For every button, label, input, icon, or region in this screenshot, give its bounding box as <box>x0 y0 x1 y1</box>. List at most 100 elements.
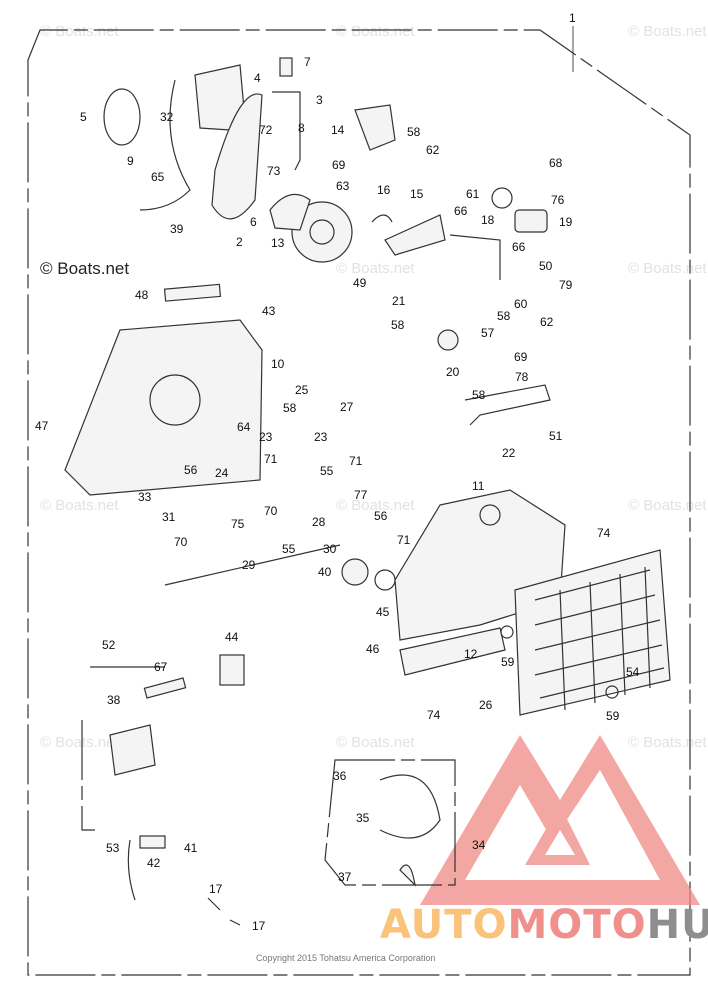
part-14-bracket <box>354 104 396 151</box>
part-7-spring <box>279 57 293 77</box>
callout: 24 <box>215 466 229 480</box>
callout: 29 <box>242 558 256 572</box>
part-19-cover <box>514 209 548 233</box>
callout: 78 <box>515 370 529 384</box>
callout: 56 <box>374 509 388 523</box>
callout: 25 <box>295 383 309 397</box>
part-47-housing <box>64 319 263 496</box>
callout: 55 <box>282 542 296 556</box>
callout: 20 <box>446 365 460 379</box>
callout: 28 <box>312 515 326 529</box>
callout: 19 <box>559 215 573 229</box>
callout: 63 <box>336 179 350 193</box>
callout: 50 <box>539 259 553 273</box>
part-38-key-switch <box>109 724 156 776</box>
callout: 2 <box>236 235 243 249</box>
callout: 69 <box>514 350 528 364</box>
callout-labels: 1 4 7 5 3 32 72 8 14 58 62 9 69 65 73 63… <box>35 11 640 933</box>
callout: 66 <box>512 240 526 254</box>
part-5-ring <box>103 88 141 146</box>
callout: 77 <box>354 488 368 502</box>
callout: 41 <box>184 841 198 855</box>
callout: 37 <box>338 870 352 884</box>
watermarks: © Boats.net © Boats.net © Boats.net © Bo… <box>40 23 707 751</box>
callout: 67 <box>154 660 168 674</box>
callout: 71 <box>349 454 363 468</box>
callout: 68 <box>549 156 563 170</box>
callout: 52 <box>102 638 116 652</box>
part-59b-washer <box>605 685 619 699</box>
assembly-border <box>27 29 691 976</box>
callout: 1 <box>569 11 576 25</box>
callout: 43 <box>262 304 276 318</box>
subassembly-34-border <box>324 759 456 886</box>
callout: 58 <box>497 309 511 323</box>
watermark: © Boats.net <box>40 734 119 751</box>
part-15-lever <box>384 214 446 256</box>
callout: 15 <box>410 187 424 201</box>
callout: 9 <box>127 154 134 168</box>
callout: 72 <box>259 123 273 137</box>
part-20-roller <box>437 329 459 351</box>
watermark: © Boats.net <box>628 23 707 40</box>
watermark-main: © Boats.net <box>40 259 129 278</box>
part-17-clips <box>207 897 241 926</box>
callout: 73 <box>267 164 281 178</box>
callout: 34 <box>472 838 486 852</box>
part-37-clip <box>399 864 416 887</box>
callout: 58 <box>391 318 405 332</box>
callout: 60 <box>514 297 528 311</box>
watermark: © Boats.net <box>336 734 415 751</box>
callout: 49 <box>353 276 367 290</box>
callout: 10 <box>271 357 285 371</box>
callout: 7 <box>304 55 311 69</box>
callout: 51 <box>549 429 563 443</box>
callout: 4 <box>254 71 261 85</box>
callout: 17 <box>252 919 266 933</box>
callout: 45 <box>376 605 390 619</box>
callout: 8 <box>298 121 305 135</box>
callout: 35 <box>356 811 370 825</box>
callout: 27 <box>340 400 354 414</box>
automotohub-logo-mark <box>420 735 700 905</box>
part-13-plate <box>291 201 353 263</box>
part-12-bar <box>399 627 506 676</box>
watermark: © Boats.net <box>628 260 707 277</box>
callout: 79 <box>559 278 573 292</box>
callout: 58 <box>407 125 421 139</box>
callout: 66 <box>454 204 468 218</box>
callout: 69 <box>332 158 346 172</box>
brand-part: MOTO <box>507 902 647 948</box>
callout: 38 <box>107 693 121 707</box>
callout: 55 <box>320 464 334 478</box>
callout: 23 <box>259 430 273 444</box>
part-3-rod <box>272 91 301 171</box>
callout: 46 <box>366 642 380 656</box>
callout: 30 <box>323 542 337 556</box>
part-44-switch <box>219 654 245 686</box>
part-67-tube <box>143 677 187 699</box>
callout: 65 <box>151 170 165 184</box>
watermark: © Boats.net <box>336 23 415 40</box>
callout: 39 <box>170 222 184 236</box>
callout: 26 <box>479 698 493 712</box>
callout: 14 <box>331 123 345 137</box>
part-6-cam <box>269 193 311 231</box>
callout: 59 <box>606 709 620 723</box>
part-2-lever-arm <box>211 93 263 220</box>
brand-part: AUTO <box>380 902 508 948</box>
callout: 18 <box>481 213 495 227</box>
callout: 70 <box>264 504 278 518</box>
callout: 57 <box>481 326 495 340</box>
callout: 64 <box>237 420 251 434</box>
callout: 21 <box>392 294 406 308</box>
callout: 22 <box>502 446 516 460</box>
part-41-clip <box>139 835 166 849</box>
callout: 61 <box>466 187 480 201</box>
callout: 74 <box>427 708 441 722</box>
subassembly-border <box>81 720 95 831</box>
part-42-cord <box>127 839 136 901</box>
callout: 3 <box>316 93 323 107</box>
